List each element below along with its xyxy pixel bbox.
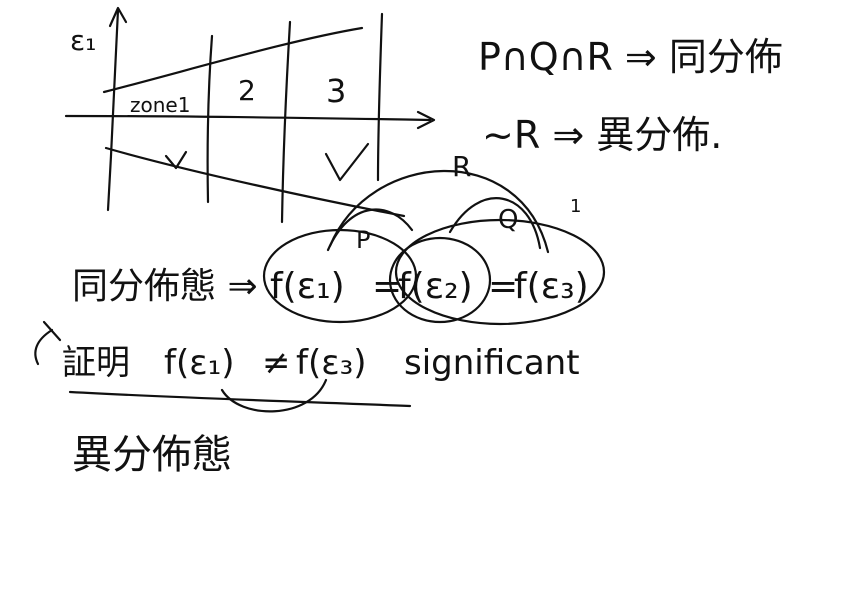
epsilon-axis-arrowhead xyxy=(108,6,128,28)
proof-not-equal: ≠ xyxy=(262,343,291,383)
rule-different-distribution: ~R ⇒ 異分佈. xyxy=(482,113,722,157)
rule-same-distribution: P∩Q∩R ⇒ 同分佈 xyxy=(478,35,783,79)
equation-f-epsilon2: f(ε₂) xyxy=(398,266,473,307)
lower-boundary-line xyxy=(104,146,406,218)
ellipse-group-1 xyxy=(262,228,418,324)
equation-equals-1: = xyxy=(372,266,402,307)
zone-3-label: 3 xyxy=(326,72,346,110)
equation-line: 同分佈態 ⇒ f(ε₁) = f(ε₂) = f(ε₃) xyxy=(72,218,606,326)
equation-f-epsilon1: f(ε₁) xyxy=(270,266,345,307)
horizontal-axis-arrowhead xyxy=(416,110,436,130)
epsilon-axis xyxy=(106,8,120,212)
arc-r xyxy=(328,169,550,254)
relation-tick-label: 1 xyxy=(570,196,581,217)
proof-f-epsilon1: f(ε₁) xyxy=(164,343,235,383)
significant-label: significant xyxy=(404,343,580,383)
ellipse-group-3 xyxy=(388,236,492,324)
proof-label: 証明 xyxy=(62,343,130,383)
proof-connector-arc xyxy=(220,378,328,413)
zone-1-check-icon xyxy=(164,150,188,170)
zone-diagram: ε₁ zone1 2 3 xyxy=(64,6,436,224)
relation-r-label: R xyxy=(452,150,471,183)
arc-q xyxy=(448,197,542,250)
zone-divider-1 xyxy=(206,34,214,204)
proof-f-epsilon3: f(ε₃) xyxy=(296,343,367,383)
arc-p xyxy=(326,208,414,252)
equation-equals-2: = xyxy=(488,266,518,307)
proof-bracket-icon xyxy=(34,320,62,366)
epsilon-axis-label: ε₁ xyxy=(70,24,96,57)
zone-2-label: 2 xyxy=(238,74,256,107)
zone-3-check-icon xyxy=(324,142,370,182)
ellipse-group-2 xyxy=(394,218,606,326)
zone-1-label: zone1 xyxy=(130,93,190,117)
proof-line: 証明 f(ε₁) ≠ f(ε₃) significant xyxy=(34,320,580,413)
same-distribution-state-label: 同分佈態 ⇒ xyxy=(72,266,258,307)
equation-f-epsilon3: f(ε₃) xyxy=(514,266,589,307)
relation-arcs: R Q P 1 xyxy=(326,150,581,254)
zone-divider-3 xyxy=(376,12,384,182)
horizontal-axis xyxy=(64,114,432,122)
zone-divider-2 xyxy=(280,20,292,224)
proof-underline xyxy=(68,390,412,408)
different-distribution-state-label: 異分佈態 xyxy=(72,432,232,478)
upper-boundary-line xyxy=(102,26,364,94)
